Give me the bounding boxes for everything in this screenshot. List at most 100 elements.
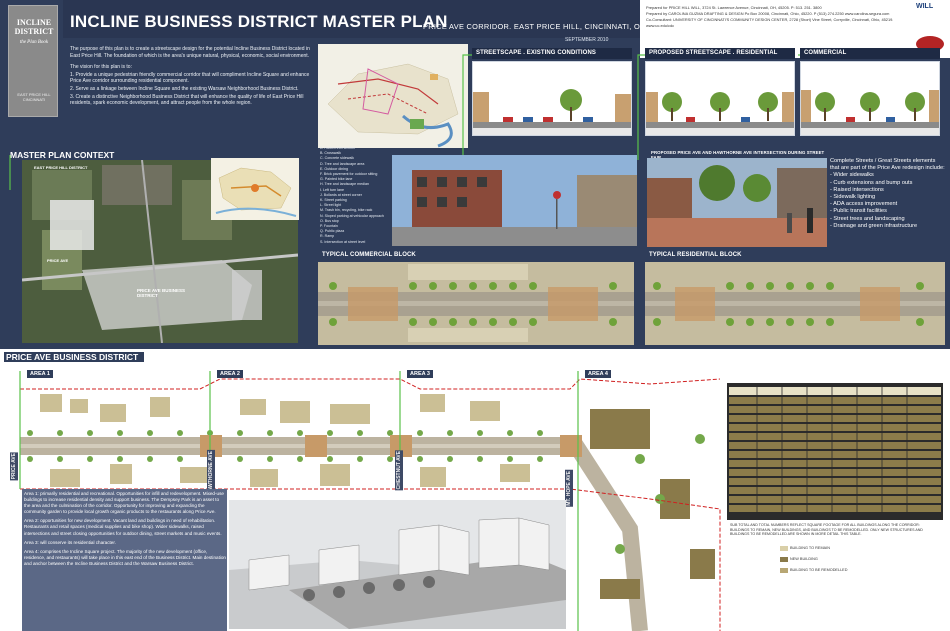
map-label-district: EAST PRICE HILL DISTRICT	[34, 165, 88, 170]
legend-item: J. Bollards at street corner	[320, 192, 362, 197]
intro-paragraph: 3. Create a distinctive Neighborhood Bus…	[70, 93, 304, 107]
key-swatch-remodel	[780, 568, 788, 573]
key-swatch-remain	[780, 546, 788, 551]
area-label-1: AREA 1	[27, 370, 53, 378]
street-label-chestnut: CHESTNUT AVE	[395, 450, 403, 491]
complete-streets-item: - Curb extensions and bump outs	[830, 179, 913, 186]
legend-item: P. Fountain	[320, 224, 338, 229]
key-item: BUILDING TO REMAIN	[780, 546, 830, 551]
location-map-drawing	[318, 44, 468, 148]
table-note: SUB TOTAL AND TOTAL NUMBERS REFLECT SQUA…	[730, 523, 923, 537]
book-subtitle: EAST PRICE HILL CINCINNATI	[17, 92, 51, 102]
section-commercial: COMMERCIAL	[800, 48, 940, 59]
key-swatch-new	[780, 557, 788, 562]
legend-item: D. Tree and landscape area	[320, 161, 365, 166]
map-label-price-ave: PRICE AVE	[47, 258, 69, 263]
streetscape-existing-section	[472, 61, 632, 136]
area-label-2: AREA 2	[217, 370, 243, 378]
area-3-description: Area 3: will conserve its residential ch…	[24, 539, 116, 545]
complete-streets-item: - Sidewalk lighting	[830, 194, 876, 201]
section-proposed-residential: PROPOSED STREETSCAPE . RESIDENTIAL	[645, 48, 795, 59]
business-district-title: PRICE AVE BUSINESS DISTRICT	[4, 352, 145, 362]
streetscape-commercial-section	[800, 61, 940, 136]
streetscape-commercial-drawing	[801, 62, 939, 135]
legend-item: I. Left turn lane	[320, 187, 344, 192]
massing-render-drawing	[229, 500, 566, 629]
area-4-description: Area 4: comprises the Incline Square pro…	[24, 548, 226, 566]
legend-item: Q. Public plaza	[320, 229, 345, 234]
plan-book-cover: INCLINE DISTRICT the Plan Book EAST PRIC…	[8, 5, 58, 117]
legend-item: E. Outdoor dining	[320, 166, 348, 171]
legend-item: H. Tree and landscape median	[320, 182, 369, 187]
key-item: BUILDING TO BE REMODELLED	[780, 568, 847, 573]
section-intersection: PROPOSED PRICE AVE AND HAWTHORNE AVE INT…	[651, 150, 825, 160]
complete-streets-item: - ADA access improvement	[830, 201, 898, 208]
street-photo-drawing	[392, 155, 637, 246]
legend-item: C. Concrete sidewalk	[320, 156, 354, 161]
legend-item: B. Crosswalk	[320, 151, 341, 156]
typical-residential-block-plan	[645, 262, 945, 345]
book-tagline: the Plan Book	[19, 40, 49, 45]
proposed-intersection-render	[647, 158, 827, 247]
streetscape-residential-drawing	[646, 62, 794, 135]
key-item: NEW BUILDING	[780, 557, 818, 562]
complete-streets-intro: Complete Streets / Great Streets element…	[830, 158, 945, 172]
area-2-description: Area 2: opportunities for new developmen…	[24, 518, 222, 536]
existing-street-photo	[392, 155, 637, 246]
location-map	[318, 44, 468, 148]
section-streetscape-existing: STREETSCAPE . EXISTING CONDITIONS	[472, 48, 632, 59]
credit-line: Prepared by CAROLINA GUZMA DRAFTING & DE…	[646, 11, 890, 16]
credit-line: Co-Consultant: UNIVERSITY OF CINCINNATI'…	[646, 17, 894, 28]
commercial-block-drawing	[318, 262, 634, 345]
streetscape-existing-drawing	[473, 62, 631, 135]
section-typical-residential: TYPICAL RESIDENTIAL BLOCK	[649, 252, 742, 258]
residential-block-drawing	[645, 262, 945, 345]
complete-streets-item: - Drainage and green infrastructure	[830, 222, 918, 229]
price-hill-will-logo: WILL	[916, 3, 934, 10]
area-label-4: AREA 4	[585, 370, 611, 378]
massing-3d-render	[229, 500, 566, 629]
legend-item: O. Bus stop	[320, 218, 339, 223]
complete-streets-item: - Wider sidewalks	[830, 172, 874, 179]
intro-paragraph: The vision for this plan is to:	[70, 64, 132, 71]
area-label-3: AREA 3	[407, 370, 433, 378]
legend-item: L. Street light	[320, 203, 342, 208]
credit-line: Prepared for PRICE HILL WILL, 3724 St. L…	[646, 5, 822, 10]
map-label-business-district: PRICE AVE BUSINESS DISTRICT	[137, 288, 186, 298]
book-title: INCLINE DISTRICT the Plan Book	[14, 18, 54, 45]
area-description-panel	[22, 489, 227, 631]
street-label-price-ave: PRICE AVE	[10, 452, 18, 481]
complete-streets-list: Complete Streets / Great Streets element…	[830, 158, 945, 230]
section-typical-commercial: TYPICAL COMMERCIAL BLOCK	[322, 252, 416, 258]
typical-commercial-block-plan	[318, 262, 634, 345]
complete-streets-item: - Public transit facilities	[830, 208, 887, 215]
intersection-render-drawing	[647, 158, 827, 247]
street-label-mt-hope: MT. HOPE AVE	[565, 470, 573, 507]
plan-date: SEPTEMBER 2010	[565, 37, 609, 43]
area-1-description: Area 1: primarily residential and recrea…	[24, 491, 224, 515]
legend-item: F. Brick pavement for outdoor sitting	[320, 172, 378, 177]
intro-paragraph: The purpose of this plan is to create a …	[70, 46, 310, 59]
building-square-footage-table	[727, 383, 943, 520]
area-descriptions: Area 1: primarily residential and recrea…	[24, 491, 226, 570]
footage-table-drawing	[727, 383, 943, 520]
streetscape-residential-section	[645, 61, 795, 136]
complete-streets-item: - Raised intersections	[830, 186, 884, 193]
intro-paragraph: 2. Serve as a linkage between Incline Sq…	[70, 85, 299, 92]
context-inset-map	[211, 158, 299, 220]
legend-item: S. Intersection at street level	[320, 239, 366, 244]
intro-text: The purpose of this plan is to create a …	[70, 46, 315, 112]
intro-paragraph: 1. Provide a unique pedestrian friendly …	[70, 71, 310, 85]
master-plan-context-title: MASTER PLAN CONTEXT	[10, 150, 115, 160]
aerial-map-drawing	[22, 160, 298, 343]
page-title: INCLINE BUSINESS DISTRICT MASTER PLAN	[70, 12, 448, 31]
legend-item: K. Street parking	[320, 198, 347, 203]
legend-item: N. Sloped parking at vehicular approach	[320, 213, 384, 218]
legend-item: M. Trash bin, recycling, bike rack	[320, 208, 373, 213]
legend-item: R. Ramp	[320, 234, 335, 239]
legend-item: G. Painted bike lane	[320, 177, 353, 182]
master-plan-aerial-map: EAST PRICE HILL DISTRICT PRICE AVE PRICE…	[22, 160, 298, 343]
